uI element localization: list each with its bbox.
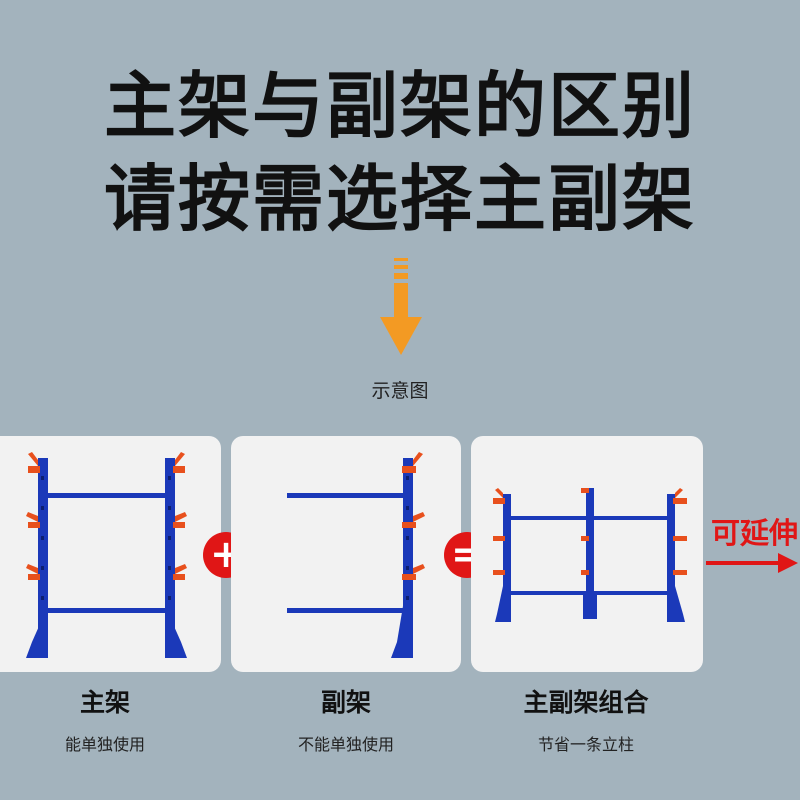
card-subtitle: 不能单独使用 [297, 735, 394, 754]
diagram-caption: 示意图 [371, 380, 429, 402]
down-arrow-icon [380, 258, 422, 355]
card-title: 副架 [320, 688, 371, 717]
headline-line-1: 主架与副架的区别 [103, 64, 696, 148]
combined-rack-card [471, 436, 703, 672]
extendable-label: 可延伸 [711, 516, 799, 550]
sub-rack-card [231, 436, 461, 672]
card-title: 主副架组合 [523, 688, 649, 717]
headline-line-2: 请按需选择主副架 [103, 157, 696, 241]
card-subtitle: 能单独使用 [64, 735, 145, 754]
card-title: 主架 [79, 688, 130, 717]
card-label-main: 主架 能单独使用 [0, 683, 215, 755]
combined-rack-icon [493, 488, 687, 622]
card-label-sub: 副架 不能单独使用 [236, 683, 456, 755]
card-subtitle: 节省一条立柱 [537, 735, 634, 754]
main-rack-card [0, 436, 221, 672]
card-label-combined: 主副架组合 节省一条立柱 [476, 683, 696, 755]
sub-rack-icon [287, 452, 425, 658]
main-rack-icon [26, 452, 187, 658]
right-arrow-icon [706, 553, 798, 573]
